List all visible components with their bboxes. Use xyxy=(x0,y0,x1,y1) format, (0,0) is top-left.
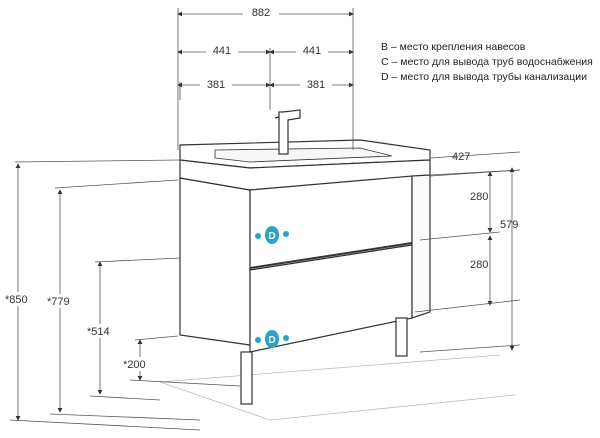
legs xyxy=(240,317,408,405)
dim-inner-right: 381 xyxy=(307,79,325,91)
dim-total-height: *850 xyxy=(5,294,28,306)
dim-half-left: 441 xyxy=(213,45,231,57)
floor-outline xyxy=(159,354,516,421)
dim-leg-height: *200 xyxy=(123,359,146,371)
depth-dimension xyxy=(429,151,521,176)
legend-item-c: C – место для вывода труб водоснабжения xyxy=(381,56,593,68)
dim-mid-height: *514 xyxy=(87,326,110,338)
marker-upper-label: D xyxy=(268,231,275,242)
marker-lower-label: D xyxy=(268,335,275,346)
dim-inner-left: 381 xyxy=(207,79,225,91)
dim-half-right: 441 xyxy=(303,45,321,57)
outlet-marker-lower: D xyxy=(255,330,289,348)
dim-total-width: 882 xyxy=(252,7,270,19)
legend-item-d: D – место для вывода трубы канализации xyxy=(381,71,588,83)
dim-drawer-bottom: 280 xyxy=(470,259,488,271)
dim-drawer-top: 280 xyxy=(470,191,488,203)
legend-item-b: B – место крепления навесов xyxy=(381,41,526,53)
right-height-dimensions xyxy=(414,167,521,353)
dim-depth: 427 xyxy=(452,151,470,163)
cabinet xyxy=(179,139,431,353)
dim-body-height: 579 xyxy=(500,219,518,231)
outlet-marker-upper: D xyxy=(255,226,289,244)
faucet xyxy=(274,109,301,155)
dim-body-bottom-height: *779 xyxy=(47,296,70,308)
legend: B – место крепления навесов C – место дл… xyxy=(381,40,593,85)
